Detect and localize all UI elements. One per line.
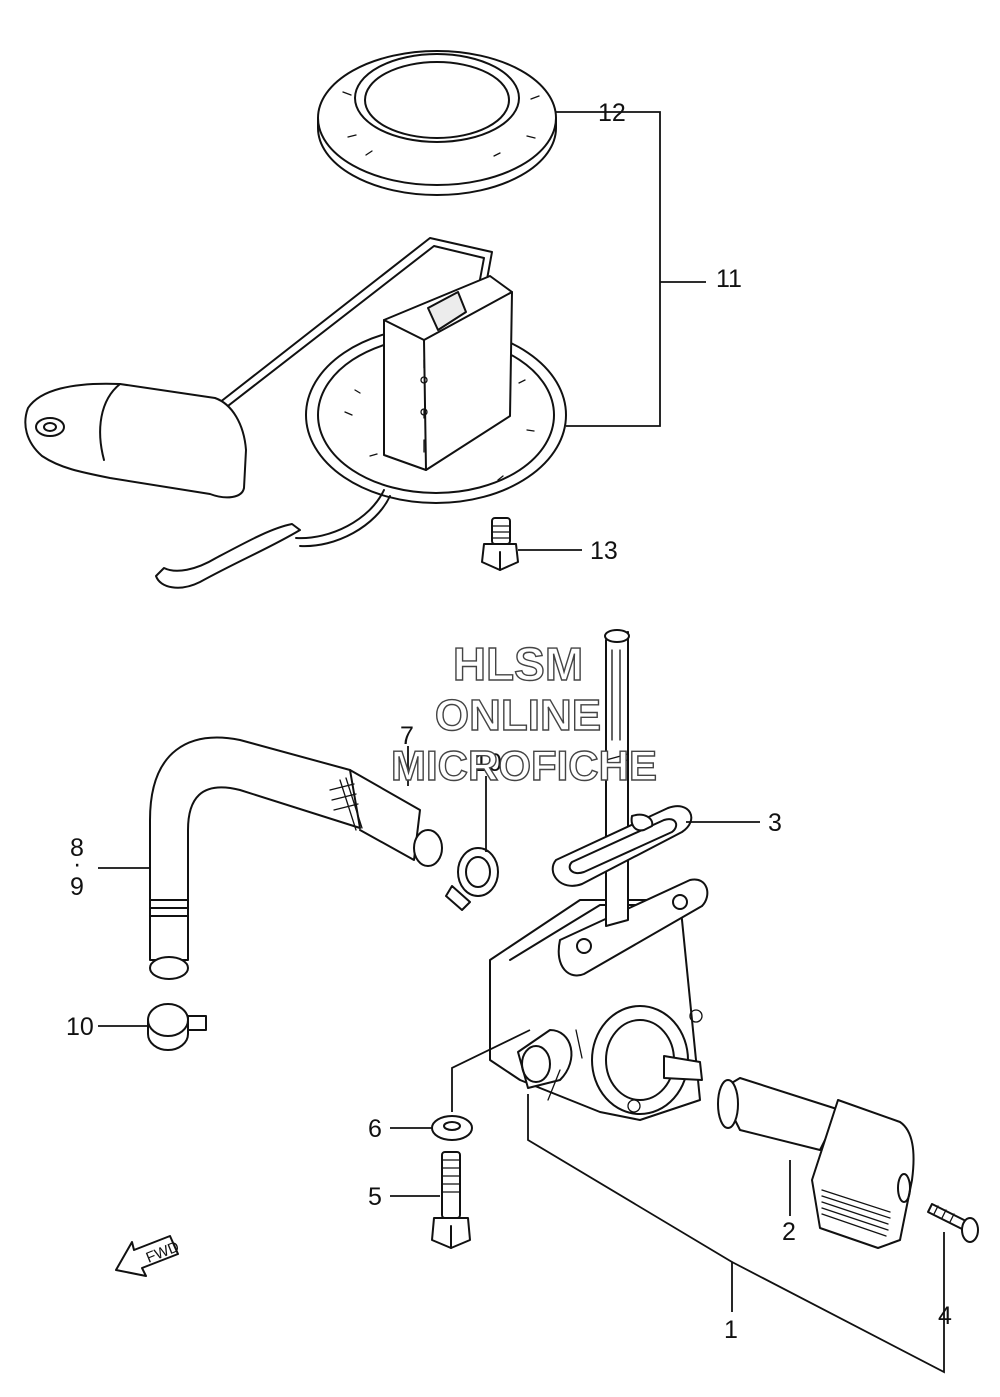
watermark-line-3: MICROFICHE bbox=[391, 742, 657, 789]
screw-part-4 bbox=[927, 1203, 979, 1243]
valve-gasket-part-3 bbox=[551, 805, 693, 887]
callout-11: 11 bbox=[716, 265, 742, 293]
callout-10-top: 10 bbox=[474, 749, 502, 777]
watermark: HLSM ONLINE MICROFICHE bbox=[390, 637, 657, 789]
callout-7: 7 bbox=[400, 722, 414, 750]
fwd-label: FWD bbox=[144, 1238, 182, 1267]
callout-3: 3 bbox=[768, 809, 782, 837]
screw-part-13 bbox=[481, 517, 519, 571]
callout-12: 12 bbox=[598, 99, 626, 127]
hose-fitting-part-7 bbox=[339, 777, 363, 831]
bolt-part-5 bbox=[431, 1151, 471, 1249]
washer-part-6 bbox=[431, 1115, 473, 1141]
callout-5: 5 bbox=[368, 1183, 382, 1211]
hose-clamp-part-10-left bbox=[147, 1003, 207, 1051]
callout-13: 13 bbox=[590, 537, 618, 565]
hose-clamp-part-10-top bbox=[445, 847, 499, 911]
callout-labels: 12 11 13 7 10 8 · 9 3 10 6 5 2 1 4 bbox=[66, 99, 952, 1344]
watermark-line-1: HLSM bbox=[453, 638, 583, 690]
callout-4: 4 bbox=[938, 1302, 952, 1330]
callout-8: 8 bbox=[70, 834, 84, 862]
leader-lines bbox=[98, 111, 945, 1374]
watermark-line-2: ONLINE bbox=[435, 691, 601, 740]
callout-9: 9 bbox=[70, 873, 84, 901]
callout-6: 6 bbox=[368, 1115, 382, 1143]
callout-8-9-separator: · bbox=[73, 850, 81, 878]
gasket-ring-part-12 bbox=[317, 50, 557, 196]
forward-direction-arrow-icon: FWD bbox=[115, 1235, 182, 1277]
valve-knob-part-2 bbox=[717, 1077, 915, 1249]
fuel-hose-part-8-9 bbox=[149, 736, 443, 980]
fuel-level-gauge-part-11 bbox=[24, 237, 567, 589]
callout-1: 1 bbox=[724, 1316, 738, 1344]
callout-10-left: 10 bbox=[66, 1013, 94, 1041]
callout-2: 2 bbox=[782, 1218, 796, 1246]
